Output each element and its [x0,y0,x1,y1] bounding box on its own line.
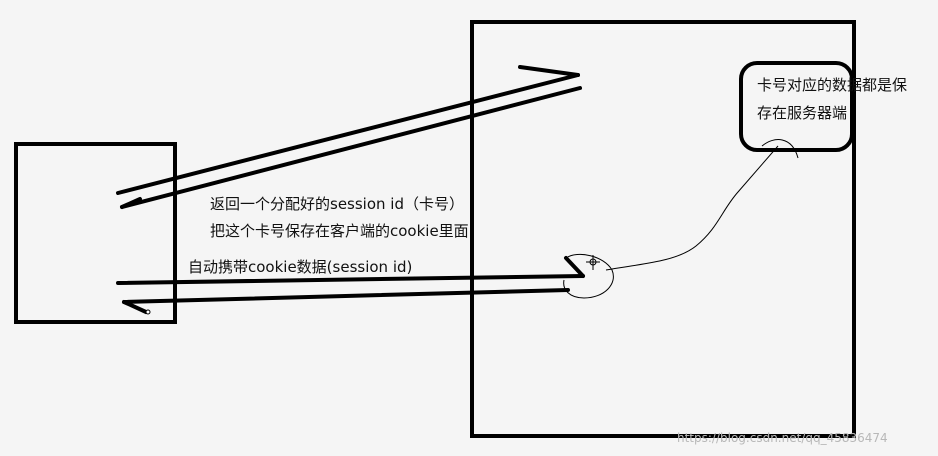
lookup-to-storage-curve [605,145,779,271]
session-storage-box [739,61,854,152]
crosshair-cursor-icon [586,255,600,270]
response-arrow [116,65,582,209]
request-label: 自动携带cookie数据(session id) [188,258,413,276]
watermark: https://blog.csdn.net/qq_45836474 [677,431,888,445]
storage-note-line2: 存在服务器端 [757,104,848,122]
response-label-line1: 返回一个分配好的session id（卡号） [210,195,464,213]
storage-entry-arc [761,139,799,159]
session-lookup-scribble [563,254,614,299]
request-arrow [116,256,585,315]
response-label-line2: 把这个卡号保存在客户端的cookie里面 [210,222,469,240]
server-box [470,20,856,438]
request-arrow-tail-mark [145,309,151,315]
storage-note-line1: 卡号对应的数据都是保 [757,76,908,94]
client-box [14,142,177,324]
